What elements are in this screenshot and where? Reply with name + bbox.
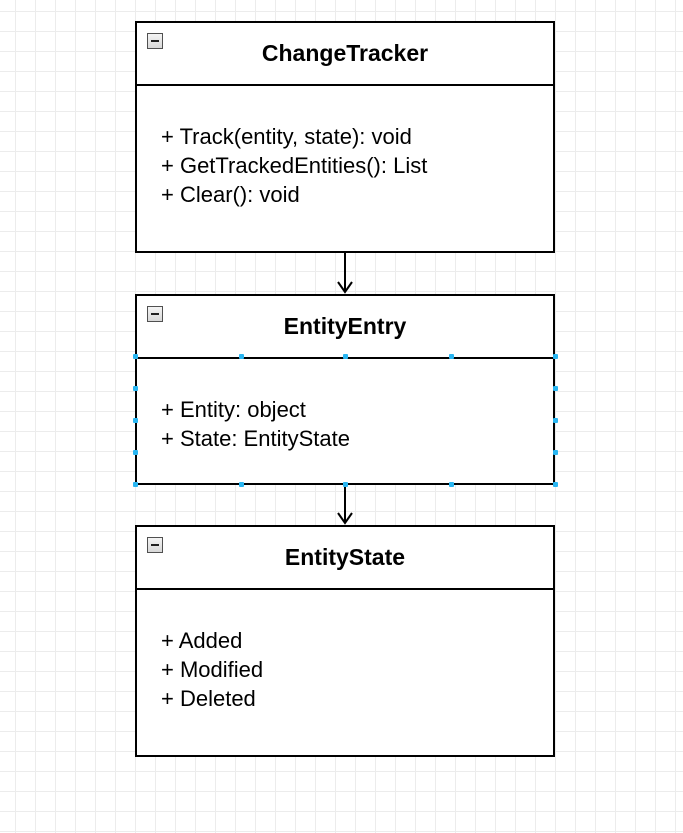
class-member: + Added <box>161 628 243 653</box>
class-member: + State: EntityState <box>161 426 350 451</box>
resize-handle-left[interactable] <box>133 450 138 455</box>
connector-tracker-to-entry[interactable] <box>337 253 353 294</box>
resize-handle-top[interactable] <box>239 354 244 359</box>
resize-handle-top[interactable] <box>343 354 348 359</box>
resize-handle-left[interactable] <box>133 386 138 391</box>
resize-handle-right[interactable] <box>553 450 558 455</box>
resize-handle-top[interactable] <box>449 354 454 359</box>
class-header: EntityEntry <box>137 296 553 359</box>
class-entitystate[interactable]: EntityState + Added + Modified + Deleted <box>135 525 555 757</box>
class-member: + Clear(): void <box>161 182 300 207</box>
class-name: EntityEntry <box>283 313 407 339</box>
class-header: ChangeTracker <box>137 23 553 86</box>
collapse-icon[interactable] <box>147 33 163 49</box>
resize-handle-bottom-left[interactable] <box>133 482 138 487</box>
class-member: + Deleted <box>161 686 256 711</box>
connector-entry-to-state[interactable] <box>337 485 353 525</box>
class-changetracker[interactable]: ChangeTracker + Track(entity, state): vo… <box>135 21 555 253</box>
collapse-icon[interactable] <box>147 306 163 322</box>
class-name: EntityState <box>284 544 406 570</box>
class-members: + Track(entity, state): void + GetTracke… <box>137 86 553 209</box>
resize-handle-bottom[interactable] <box>239 482 244 487</box>
resize-handle-top-right[interactable] <box>553 354 558 359</box>
class-member: + Modified <box>161 657 264 682</box>
class-members: + Entity: object + State: EntityState <box>137 359 553 453</box>
resize-handle-bottom[interactable] <box>343 482 348 487</box>
class-member: + Entity: object <box>161 397 306 422</box>
class-member: + Track(entity, state): void <box>161 124 412 149</box>
resize-handle-left[interactable] <box>133 418 138 423</box>
resize-handle-bottom-right[interactable] <box>553 482 558 487</box>
class-header: EntityState <box>137 527 553 590</box>
collapse-icon[interactable] <box>147 537 163 553</box>
resize-handle-right[interactable] <box>553 386 558 391</box>
class-members: + Added + Modified + Deleted <box>137 590 553 713</box>
resize-handle-bottom[interactable] <box>449 482 454 487</box>
class-name: ChangeTracker <box>261 40 429 66</box>
class-entityentry[interactable]: EntityEntry + Entity: object + State: En… <box>135 294 555 485</box>
resize-handle-right[interactable] <box>553 418 558 423</box>
class-member: + GetTrackedEntities(): List <box>161 153 428 178</box>
resize-handle-top-left[interactable] <box>133 354 138 359</box>
